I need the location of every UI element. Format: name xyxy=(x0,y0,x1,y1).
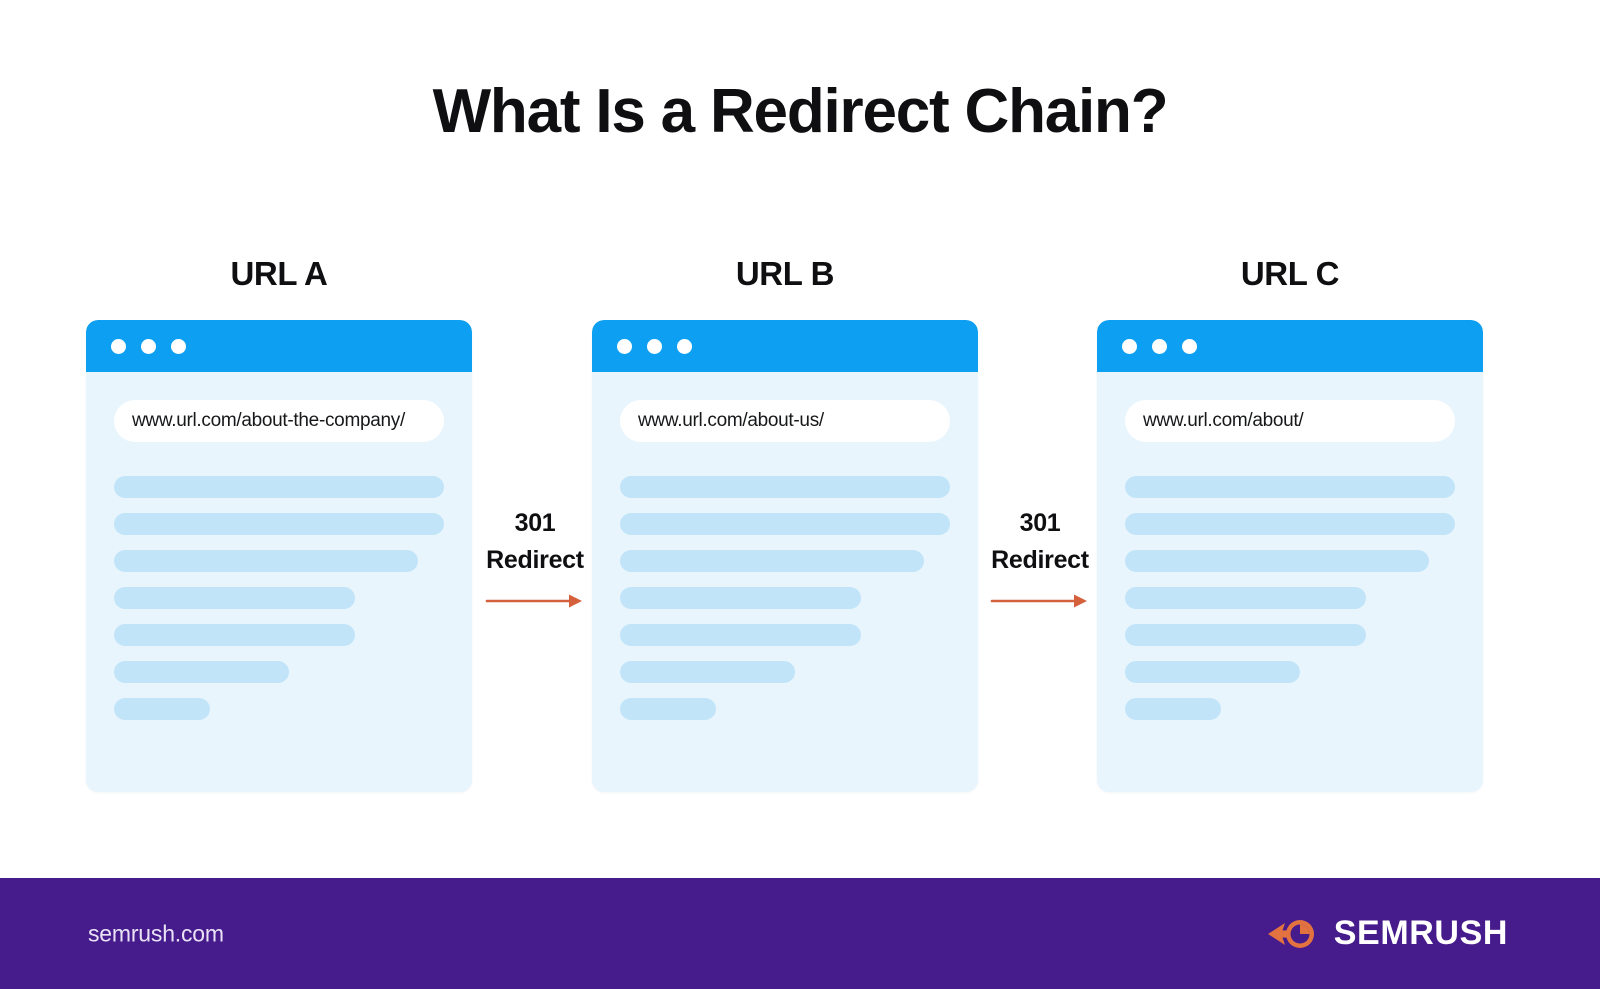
placeholder-line xyxy=(1125,476,1455,498)
redirect-connector-1: 301 Redirect xyxy=(470,250,600,810)
browser-titlebar-b xyxy=(592,320,978,372)
redirect-connector-2: 301 Redirect xyxy=(975,250,1105,810)
url-card-c: URL C www.url.com/about/ xyxy=(1097,250,1483,792)
browser-content-b: www.url.com/about-us/ xyxy=(592,372,978,720)
semrush-comet-icon xyxy=(1267,919,1314,948)
url-card-b: URL B www.url.com/about-us/ xyxy=(592,250,978,792)
redirect-code-1: 301 xyxy=(514,509,556,537)
window-dot-icon xyxy=(617,338,632,354)
placeholder-line xyxy=(114,624,355,646)
browser-window-c: www.url.com/about/ xyxy=(1097,320,1483,792)
url-card-a: URL A www.url.com/about-the-company/ xyxy=(86,250,472,792)
placeholder-lines-b xyxy=(620,476,950,720)
window-dot-icon xyxy=(647,338,662,354)
placeholder-line xyxy=(1125,661,1300,683)
placeholder-line xyxy=(1125,624,1366,646)
footer-site-url[interactable]: semrush.com xyxy=(88,920,224,946)
window-dot-icon xyxy=(111,338,126,354)
arrow-right-icon xyxy=(470,593,600,609)
browser-titlebar-a xyxy=(86,320,472,372)
placeholder-lines-a xyxy=(114,476,444,720)
placeholder-line xyxy=(1125,587,1366,609)
browser-window-a: www.url.com/about-the-company/ xyxy=(86,320,472,792)
url-bar-a[interactable]: www.url.com/about-the-company/ xyxy=(114,400,444,442)
browser-content-a: www.url.com/about-the-company/ xyxy=(86,372,472,720)
placeholder-line xyxy=(114,550,418,572)
redirect-action-1: Redirect xyxy=(486,546,584,574)
window-dot-icon xyxy=(1182,338,1197,354)
placeholder-line xyxy=(620,698,716,720)
browser-titlebar-c xyxy=(1097,320,1483,372)
redirect-action-2: Redirect xyxy=(991,546,1089,574)
footer-bar: semrush.com SEMRUSH xyxy=(0,878,1600,989)
placeholder-line xyxy=(114,661,289,683)
placeholder-line xyxy=(1125,698,1221,720)
window-dot-icon xyxy=(1122,338,1137,354)
url-bar-c[interactable]: www.url.com/about/ xyxy=(1125,400,1455,442)
placeholder-line xyxy=(114,587,355,609)
placeholder-line xyxy=(114,513,444,535)
placeholder-line xyxy=(620,661,795,683)
url-card-label-a: URL A xyxy=(230,255,328,292)
browser-window-b: www.url.com/about-us/ xyxy=(592,320,978,792)
placeholder-line xyxy=(1125,513,1455,535)
window-dot-icon xyxy=(677,338,692,354)
placeholder-line xyxy=(1125,550,1429,572)
page-title: What Is a Redirect Chain? xyxy=(432,77,1169,146)
browser-content-c: www.url.com/about/ xyxy=(1097,372,1483,720)
window-dot-icon xyxy=(141,338,156,354)
url-bar-b[interactable]: www.url.com/about-us/ xyxy=(620,400,950,442)
placeholder-line xyxy=(114,476,444,498)
url-card-label-b: URL B xyxy=(735,255,835,292)
url-card-label-c: URL C xyxy=(1240,255,1340,292)
window-dot-icon xyxy=(1152,338,1167,354)
redirect-code-2: 301 xyxy=(1019,509,1061,537)
placeholder-lines-c xyxy=(1125,476,1455,720)
placeholder-line xyxy=(620,513,950,535)
redirect-chain-diagram: URL A www.url.com/about-the-company/ xyxy=(0,250,1600,810)
arrow-right-icon xyxy=(975,593,1105,609)
placeholder-line xyxy=(620,624,861,646)
placeholder-line xyxy=(114,698,210,720)
placeholder-line xyxy=(620,587,861,609)
window-dot-icon xyxy=(171,338,186,354)
semrush-logo[interactable]: SEMRUSH xyxy=(1266,914,1508,954)
placeholder-line xyxy=(620,550,924,572)
semrush-wordmark: SEMRUSH xyxy=(1333,914,1508,952)
placeholder-line xyxy=(620,476,950,498)
